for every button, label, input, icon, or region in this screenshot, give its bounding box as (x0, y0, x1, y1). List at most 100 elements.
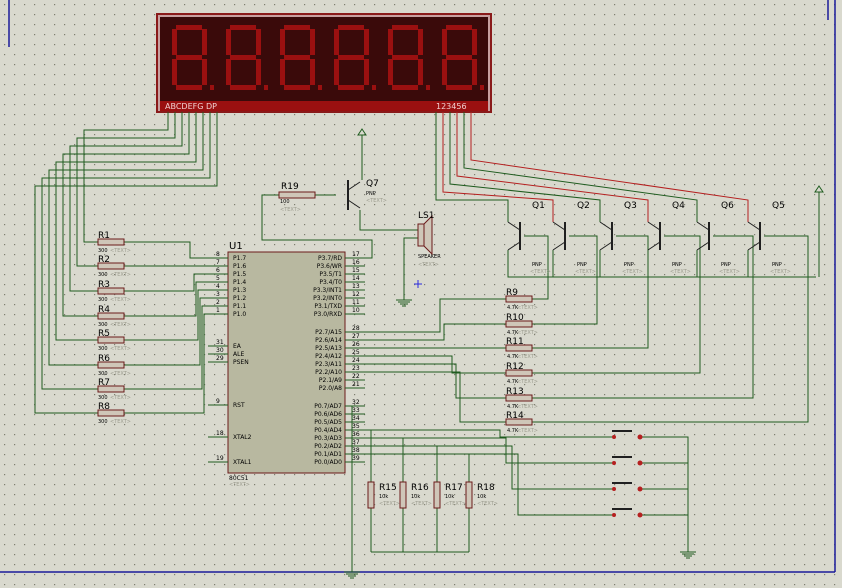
mcu-pin-number: 28 (352, 325, 360, 332)
resistor-ref: R7 (98, 378, 110, 388)
segment (176, 25, 202, 30)
resistor-tag: <TEXT> (445, 501, 466, 507)
mcu-pin-name: P1.4 (233, 279, 246, 286)
mcu-pin-number: 6 (216, 267, 220, 274)
seven-segment-display[interactable]: ABCDEFG DP 123456 (156, 13, 492, 113)
resistor-ref: R5 (98, 329, 110, 339)
button-contact (612, 513, 616, 517)
wire (124, 313, 208, 414)
mcu-pin-number: 13 (352, 283, 360, 290)
resistor-body (505, 295, 533, 303)
mcu-pin-number: 3 (216, 291, 220, 298)
segment (256, 29, 261, 55)
resistor-value: 10k (445, 494, 454, 500)
mcu-pin-number: 30 (216, 347, 224, 354)
wire (442, 112, 554, 222)
mcu-pin-number: 39 (352, 455, 360, 462)
mcu-pin-number: 18 (216, 430, 224, 437)
segment-dp (264, 85, 268, 90)
resistor-body (97, 409, 125, 417)
segment (472, 59, 477, 85)
transistor-ref: Q2 (577, 201, 590, 211)
mcu-pin-name: P1.5 (233, 271, 246, 278)
resistor-body (465, 481, 473, 509)
push-button-4[interactable] (612, 508, 643, 518)
speaker-ls1[interactable]: LS1 SPEAKER <TEXT> (417, 211, 441, 268)
segment (310, 29, 315, 55)
resistor-ref: R2 (98, 255, 110, 265)
transistor-type: PNP (672, 262, 682, 268)
resistor-tag: <TEXT> (110, 371, 131, 377)
mcu-u1[interactable]: U1 80C51 <TEXT> 8P1.77P1.66P1.55P1.44P1.… (208, 241, 365, 488)
mcu-pin-number: 36 (352, 431, 360, 438)
button-contact (637, 486, 643, 492)
resistor-body (97, 238, 125, 246)
r19-resistor[interactable]: R19 100 <TEXT> (278, 182, 316, 213)
segment (446, 25, 472, 30)
resistor-ref: R12 (506, 362, 524, 372)
wire (463, 112, 698, 222)
resistor-value: 300 (98, 419, 108, 425)
segment (284, 55, 310, 60)
mcu-pin-name: PSEN (233, 359, 249, 366)
mcu-pin-name: P3.7/RD (318, 255, 342, 262)
resistor-value: 4.7K (507, 305, 519, 311)
resistor-value: 300 (98, 371, 108, 377)
segment (388, 29, 393, 55)
wire (62, 112, 190, 317)
digit-3 (280, 25, 322, 90)
r19-tag: <TEXT> (280, 207, 301, 213)
wire (365, 323, 506, 341)
resistor-body (97, 336, 125, 344)
q7-transistor[interactable]: Q7 PNP <TEXT> (347, 179, 387, 210)
transistor-tag: <TEXT> (530, 269, 551, 275)
push-button-2[interactable] (612, 456, 643, 466)
mcu-pin-number: 2 (216, 299, 220, 306)
r19-ref: R19 (281, 182, 299, 192)
resistor-value: 300 (98, 272, 108, 278)
transistor-leg (696, 241, 710, 251)
q7-ref: Q7 (366, 179, 379, 189)
resistor-value: 4.7K (507, 379, 519, 385)
mcu-pin-name: RST (233, 402, 245, 409)
resistor-ref: R11 (506, 337, 524, 347)
mcu-text-tag: <TEXT> (229, 482, 250, 488)
resistor-body (97, 361, 125, 369)
segment (280, 29, 285, 55)
wire (76, 112, 176, 267)
wire (359, 210, 418, 231)
ground-mcu-icon (344, 571, 360, 579)
transistor-leg (552, 241, 566, 251)
transistor-leg (647, 221, 661, 231)
transistor-tag: <TEXT> (719, 269, 740, 275)
wire (470, 112, 749, 222)
base-resistor-r9[interactable]: R94.7K<TEXT> (505, 288, 538, 311)
mcu-ref: U1 (229, 241, 243, 252)
resistor-value: 300 (98, 297, 108, 303)
push-button-1[interactable] (612, 430, 643, 440)
push-button-3[interactable] (612, 482, 643, 492)
